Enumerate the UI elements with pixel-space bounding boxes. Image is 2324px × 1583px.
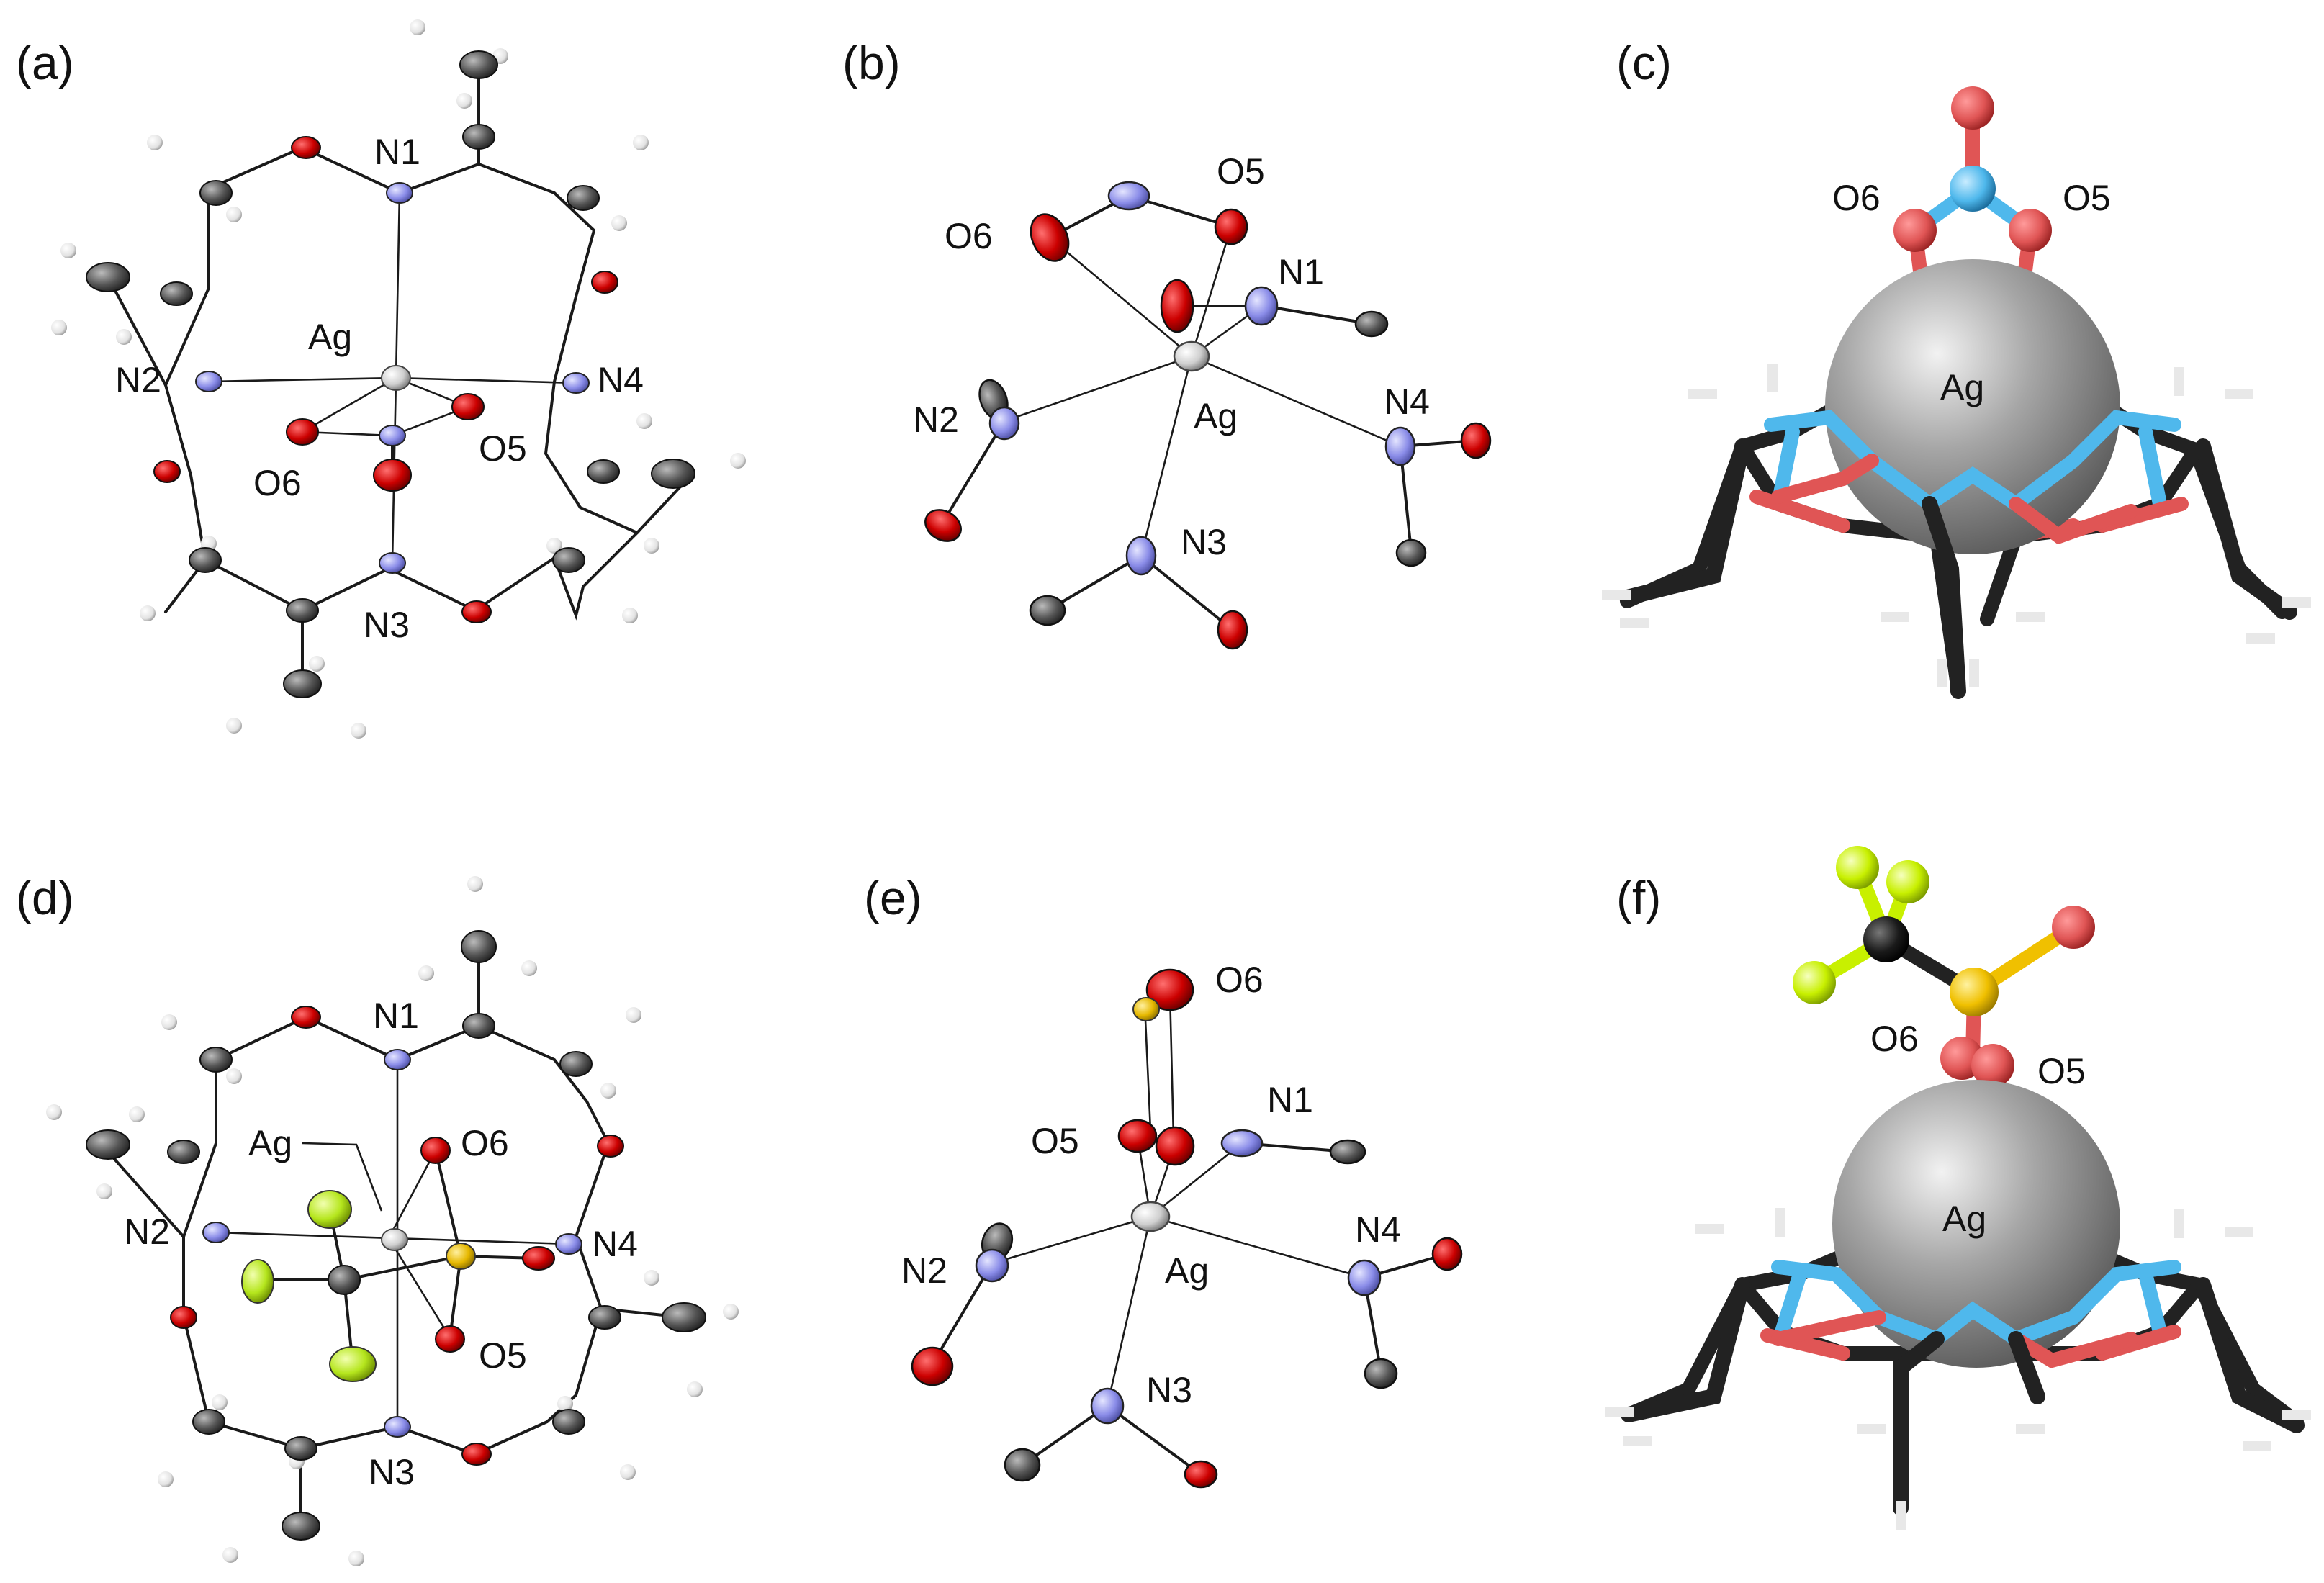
label-n2: N2 — [901, 1250, 947, 1291]
label-o6: O6 — [253, 463, 302, 503]
label-ag: Ag — [248, 1123, 292, 1163]
panel-d-fluorines — [241, 1190, 377, 1382]
panel-letter-e: (e) — [864, 871, 922, 924]
panel-e-labels: O6 N1 O5 N4 N2 Ag N3 — [901, 960, 1401, 1410]
label-o5: O5 — [479, 1335, 527, 1376]
label-o5: O5 — [2063, 178, 2111, 218]
label-n4: N4 — [592, 1224, 638, 1264]
panel-d-carbons — [86, 930, 706, 1541]
panel-f-hydrogen-sticks — [1605, 1208, 2311, 1530]
panel-e: (e) — [864, 871, 1463, 1489]
panel-d: (d) — [16, 871, 739, 1566]
label-n1: N1 — [373, 996, 419, 1036]
panel-a-oxygens — [153, 136, 618, 623]
label-n3: N3 — [369, 1452, 415, 1492]
label-n3: N3 — [1146, 1370, 1192, 1410]
label-n4: N4 — [598, 360, 644, 400]
label-ag: Ag — [1942, 1199, 1986, 1239]
label-n2: N2 — [124, 1212, 170, 1252]
label-o6: O6 — [1832, 178, 1881, 218]
label-n2: N2 — [115, 360, 161, 400]
panel-letter-f: (f) — [1616, 871, 1661, 924]
panel-c-labels: O6 O5 Ag — [1832, 178, 2111, 407]
label-n1: N1 — [374, 132, 420, 172]
panel-a-hydrogens — [51, 19, 746, 739]
panel-a-nitrogens — [195, 182, 590, 574]
panel-letter-b: (b) — [842, 36, 901, 89]
label-o5: O5 — [1217, 151, 1265, 191]
panel-a-carbons — [86, 50, 695, 698]
panel-b-atoms — [924, 181, 1492, 650]
label-ag: Ag — [1165, 1250, 1209, 1291]
label-ag: Ag — [1194, 396, 1238, 436]
label-o6: O6 — [1215, 960, 1264, 1000]
label-n2: N2 — [913, 400, 959, 440]
panel-f-ag-sphere — [1832, 1080, 2120, 1368]
panel-d-labels: N1 Ag O6 N2 N4 O5 N3 — [124, 996, 638, 1492]
panel-d-sulfur-atom — [446, 1243, 476, 1270]
label-o6: O6 — [1870, 1019, 1919, 1059]
panel-c-front-sticks — [1619, 410, 2297, 699]
label-n3: N3 — [1181, 522, 1227, 562]
label-o5: O5 — [479, 428, 527, 469]
label-ag: Ag — [308, 317, 352, 357]
label-n4: N4 — [1384, 382, 1430, 422]
panel-c-hydrogen-sticks — [1602, 364, 2311, 687]
label-o5: O5 — [2037, 1051, 2086, 1091]
label-n4: N4 — [1355, 1209, 1401, 1250]
panel-f: (f) — [1605, 846, 2311, 1530]
panel-a-labels: N1 N2 N3 N4 Ag O5 O6 — [115, 132, 644, 645]
panel-a-ag-atom — [381, 365, 411, 391]
panel-c-nitrate — [1893, 86, 2052, 289]
panel-d-nitrogens — [202, 1049, 582, 1438]
panel-f-front-sticks — [1621, 1260, 2305, 1516]
panel-c: (c) — [1602, 36, 2311, 699]
label-ag: Ag — [1940, 367, 1984, 407]
label-o6: O6 — [461, 1123, 509, 1163]
label-o6: O6 — [945, 216, 993, 256]
panel-letter-d: (d) — [16, 871, 74, 924]
panel-letter-a: (a) — [16, 36, 74, 89]
panel-e-atoms — [911, 968, 1463, 1489]
panel-letter-c: (c) — [1616, 36, 1672, 89]
panel-d-oxygens — [170, 1006, 624, 1466]
label-n1: N1 — [1278, 252, 1324, 292]
panel-b: (b) — [842, 36, 1492, 650]
label-o5: O5 — [1031, 1121, 1079, 1161]
panel-f-triflate — [1793, 846, 2095, 1087]
label-n3: N3 — [364, 605, 410, 645]
label-n1: N1 — [1267, 1080, 1313, 1120]
panel-b-labels: O5 O6 N1 N2 Ag N4 N3 — [913, 151, 1430, 562]
panel-f-labels: O6 O5 Ag — [1870, 1019, 2086, 1239]
panel-d-ag-atom — [381, 1228, 408, 1251]
panel-a: (a) — [16, 19, 746, 739]
